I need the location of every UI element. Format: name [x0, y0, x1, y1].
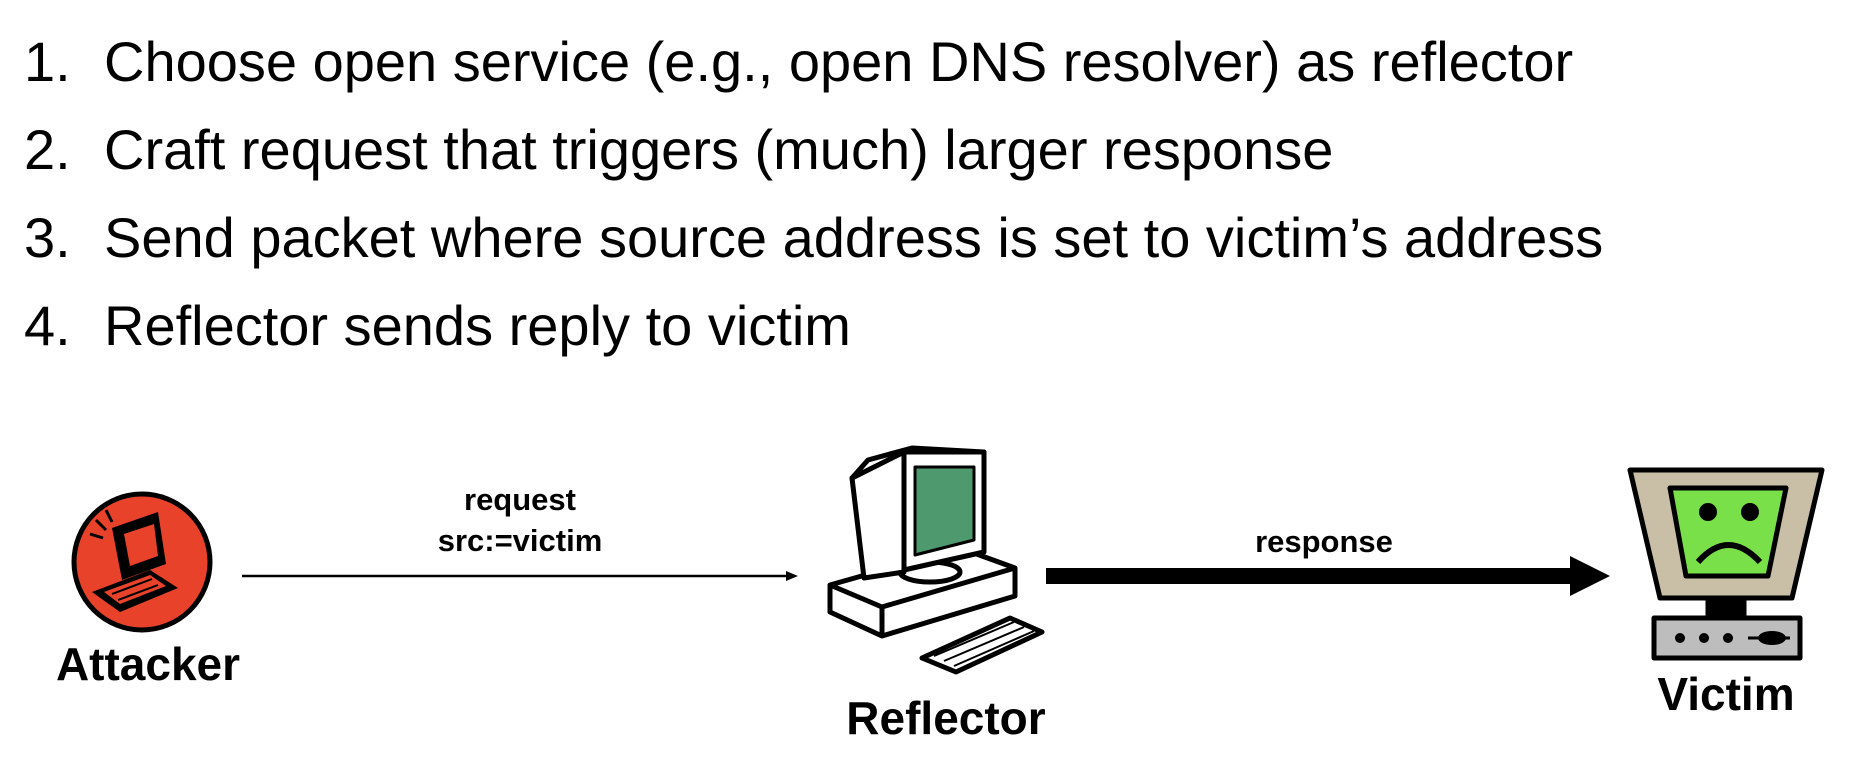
sad-monitor-icon — [1627, 467, 1825, 661]
step-number: 3. — [24, 206, 71, 269]
request-src-label: src:=victim — [438, 523, 603, 558]
step-text: Reflector sends reply to victim — [104, 294, 851, 357]
step-item: 3. Send packet where source address is s… — [24, 194, 1603, 282]
request-label: request — [464, 482, 576, 517]
step-item: 2. Craft request that triggers (much) la… — [24, 106, 1603, 194]
attacker-label: Attacker — [56, 638, 240, 690]
attacker-computer-icon — [71, 491, 213, 633]
reflector-label: Reflector — [846, 692, 1045, 744]
desktop-computer-icon — [827, 445, 1045, 675]
steps-list: 1. Choose open service (e.g., open DNS r… — [24, 18, 1603, 370]
response-arrow — [1046, 556, 1610, 596]
step-text: Choose open service (e.g., open DNS reso… — [104, 30, 1574, 93]
step-item: 4. Reflector sends reply to victim — [24, 282, 1603, 370]
step-item: 1. Choose open service (e.g., open DNS r… — [24, 18, 1603, 106]
step-number: 4. — [24, 294, 71, 357]
step-number: 2. — [24, 118, 71, 181]
step-text: Craft request that triggers (much) large… — [104, 118, 1334, 181]
victim-label: Victim — [1657, 668, 1794, 720]
step-text: Send packet where source address is set … — [104, 206, 1604, 269]
step-number: 1. — [24, 30, 71, 93]
response-label: response — [1255, 524, 1393, 559]
request-arrow — [242, 571, 798, 581]
